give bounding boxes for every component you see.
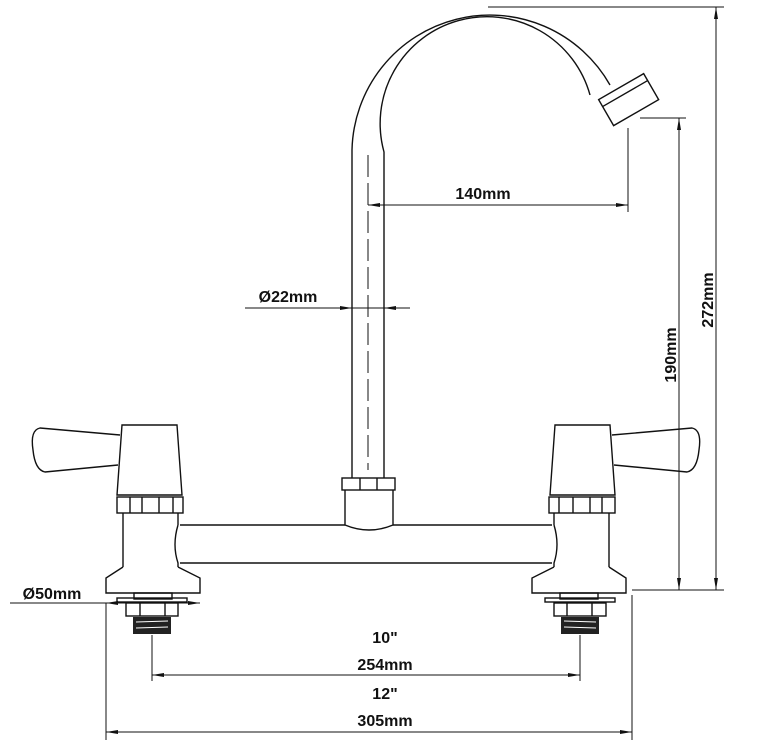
right-valve [531, 424, 701, 635]
left-thread [133, 617, 171, 634]
dim-spout-diameter: Ø22mm [245, 289, 410, 310]
label-overall-height: 272mm [700, 272, 717, 327]
label-outlet-height: 190mm [663, 327, 680, 382]
spout [341, 14, 660, 531]
label-width-mm: 305mm [357, 713, 412, 730]
dim-base-diameter: Ø50mm [10, 586, 200, 605]
spout-nozzle [597, 72, 660, 127]
dim-overall-width: 12" 305mm [105, 595, 633, 740]
label-centers-mm: 254mm [357, 657, 412, 674]
spout-nut [341, 477, 396, 491]
dim-centers: 10" 254mm [151, 630, 581, 681]
dim-outlet-height: 190mm [632, 117, 724, 591]
bridge-pipe [180, 524, 552, 564]
label-base-diameter: Ø50mm [23, 586, 82, 603]
dim-overall-height: 272mm [488, 6, 724, 590]
label-spout-diameter: Ø22mm [259, 289, 318, 306]
label-centers-inch: 10" [372, 630, 397, 647]
left-lever-handle [31, 427, 121, 473]
label-width-inch: 12" [372, 686, 397, 703]
dim-spout-reach: 140mm [368, 128, 629, 212]
label-spout-reach: 140mm [455, 186, 510, 203]
